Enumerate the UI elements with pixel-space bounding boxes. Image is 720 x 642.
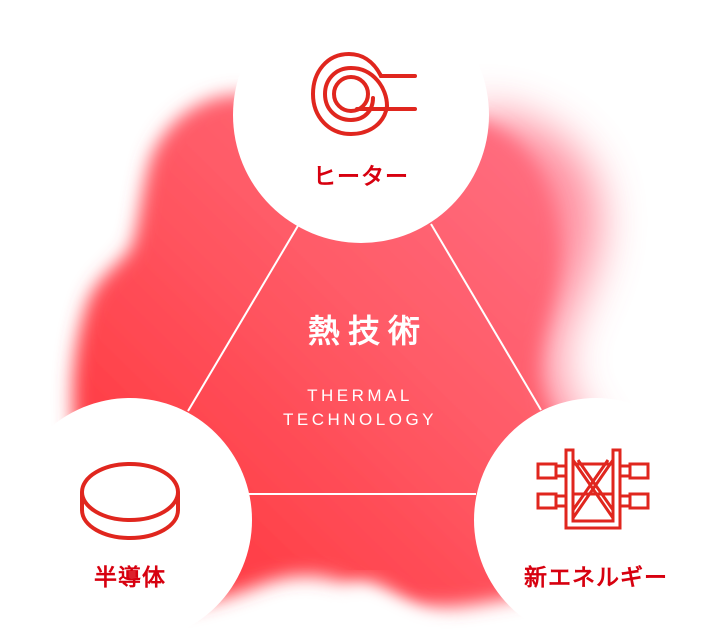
node-heater[interactable]: ヒーター: [233, 0, 489, 243]
node-new-energy-label: 新エネルギー: [524, 565, 668, 591]
node-new-energy[interactable]: 新エネルギー: [474, 398, 718, 642]
connector-line-right: [430, 223, 542, 411]
center-title: 熱技術: [307, 312, 428, 350]
wafer-disc-icon: [80, 462, 180, 541]
connector-line-left: [187, 223, 300, 412]
node-semiconductor-label: 半導体: [94, 565, 166, 591]
center-subtitle-line2: TECHNOLOGY: [282, 410, 438, 429]
node-heater-label: ヒーター: [313, 164, 409, 190]
center-subtitle-line1: THERMAL: [307, 386, 413, 405]
heater-coil-icon: [310, 51, 417, 137]
center-subtitle: THERMAL TECHNOLOGY: [240, 384, 480, 432]
node-semiconductor[interactable]: 半導体: [8, 398, 252, 642]
fuel-cell-stack-icon: [536, 448, 650, 530]
